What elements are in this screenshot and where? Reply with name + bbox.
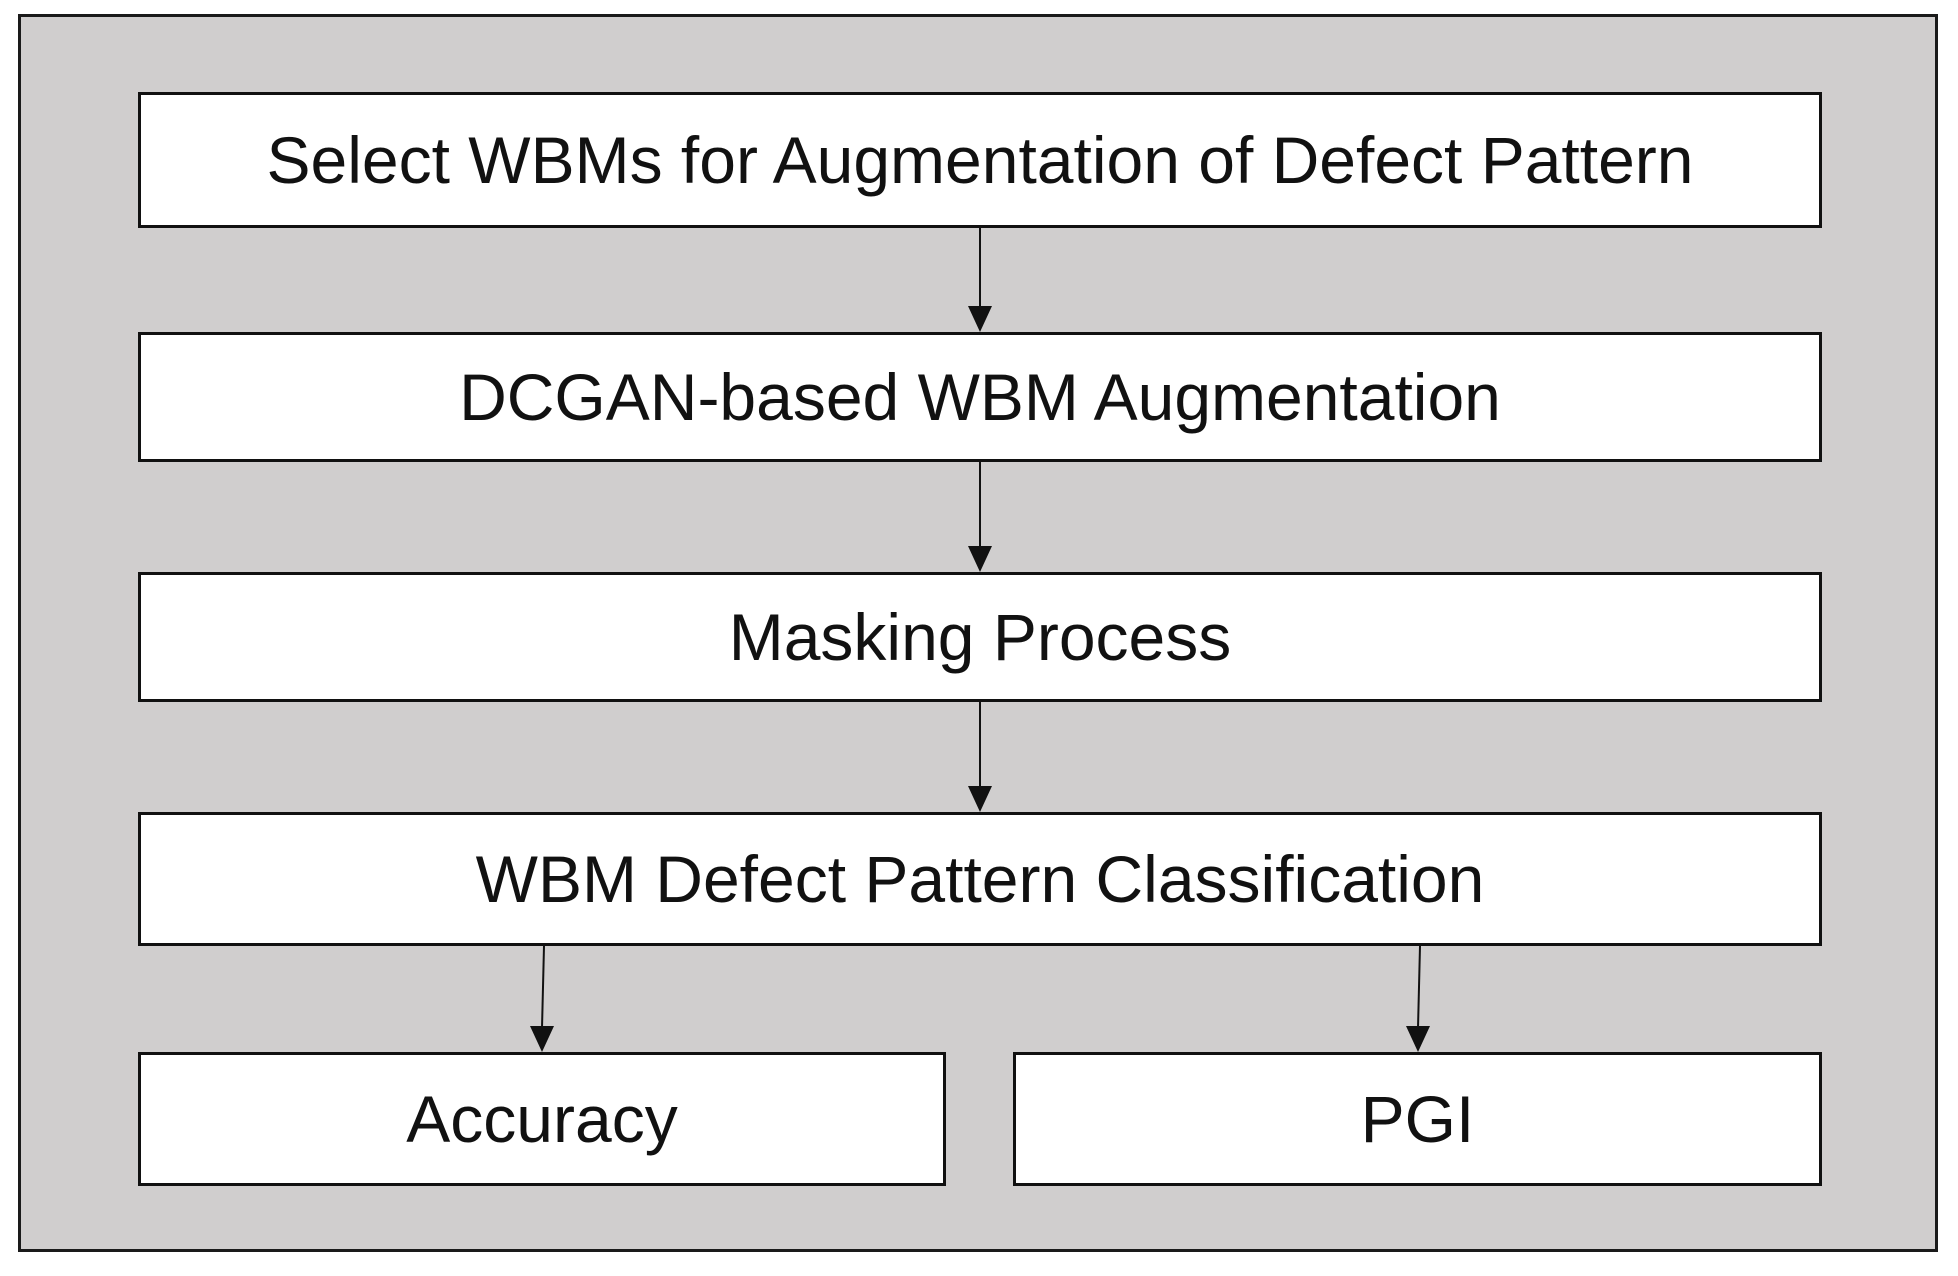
step-masking-process: Masking Process bbox=[138, 572, 1822, 702]
step-defect-classification-label: WBM Defect Pattern Classification bbox=[475, 842, 1485, 916]
step-dcgan-augmentation: DCGAN-based WBM Augmentation bbox=[138, 332, 1822, 462]
step-select-wbms-label: Select WBMs for Augmentation of Defect P… bbox=[266, 123, 1694, 197]
output-accuracy-label: Accuracy bbox=[406, 1082, 678, 1156]
step-masking-process-label: Masking Process bbox=[728, 600, 1232, 674]
step-dcgan-augmentation-label: DCGAN-based WBM Augmentation bbox=[459, 360, 1501, 434]
output-accuracy: Accuracy bbox=[138, 1052, 946, 1186]
output-pgi: PGI bbox=[1013, 1052, 1822, 1186]
output-pgi-label: PGI bbox=[1360, 1082, 1475, 1156]
step-defect-classification: WBM Defect Pattern Classification bbox=[138, 812, 1822, 946]
step-select-wbms: Select WBMs for Augmentation of Defect P… bbox=[138, 92, 1822, 228]
